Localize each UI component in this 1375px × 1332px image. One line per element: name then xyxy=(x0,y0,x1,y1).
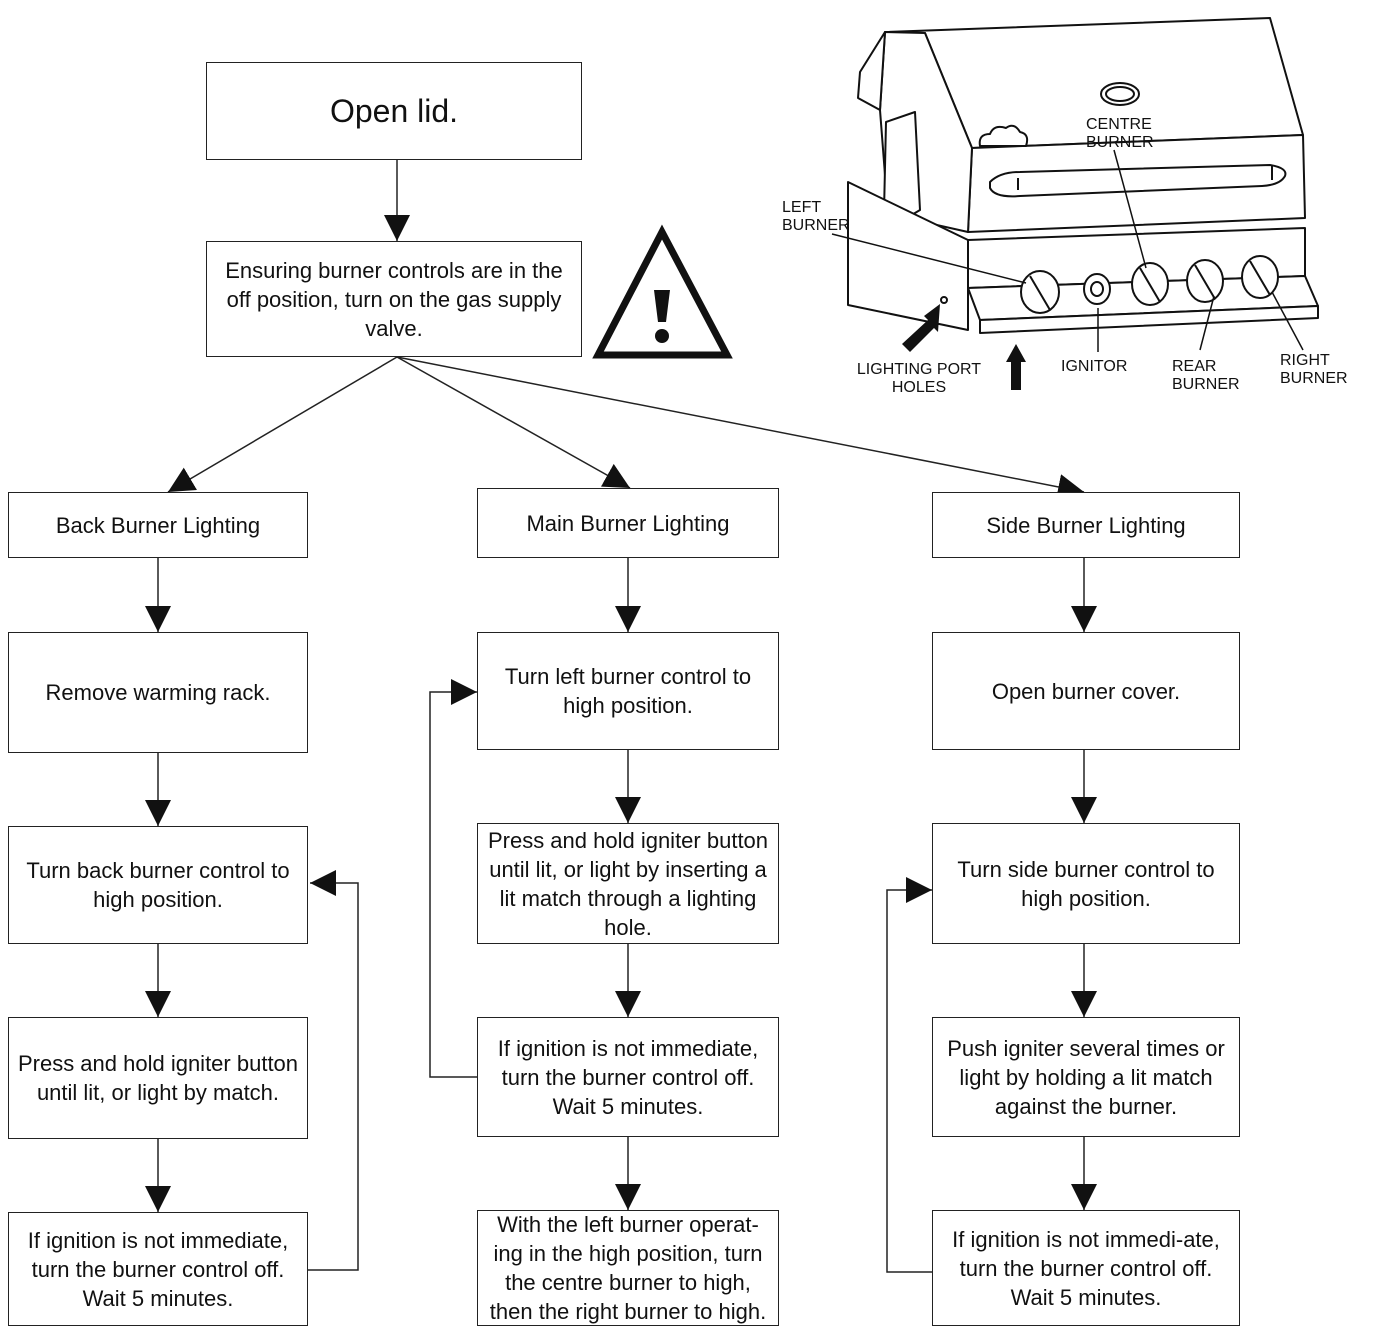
callout-right-burner: RIGHT BURNER xyxy=(1280,352,1348,387)
callout-ignitor: IGNITOR xyxy=(1061,358,1128,375)
side-step-1: Open burner cover. xyxy=(932,632,1240,750)
main-step-2: Press and hold igniter button until lit,… xyxy=(477,823,779,944)
main-step-1: Turn left burner control to high positio… xyxy=(477,632,779,750)
main-burner-title: Main Burner Lighting xyxy=(477,488,779,558)
main-step-4: With the left burner operat-ing in the h… xyxy=(477,1210,779,1326)
callout-lighting-port-holes: LIGHTING PORT HOLES xyxy=(856,361,982,396)
warning-triangle-icon xyxy=(592,224,733,359)
back-step-1: Remove warming rack. xyxy=(8,632,308,753)
callout-left-burner: LEFT BURNER xyxy=(782,199,850,234)
callout-rear-burner: REAR BURNER xyxy=(1172,358,1240,393)
loop-side xyxy=(886,877,932,1273)
step-open-lid: Open lid. xyxy=(206,62,582,160)
main-step-3: If ignition is not immediate, turn the b… xyxy=(477,1017,779,1137)
arrow-to-main-title xyxy=(396,356,631,489)
callout-centre-burner: CENTRE BURNER xyxy=(1086,116,1154,151)
step-gas-supply: Ensuring burner controls are in the off … xyxy=(206,241,582,357)
back-step-3: Press and hold igniter button until lit,… xyxy=(8,1017,308,1139)
back-step-4: If ignition is not immediate, turn the b… xyxy=(8,1212,308,1326)
back-burner-title: Back Burner Lighting xyxy=(8,492,308,558)
back-step-2: Turn back burner control to high positio… xyxy=(8,826,308,944)
side-burner-title: Side Burner Lighting xyxy=(932,492,1240,558)
side-step-3: Push igniter several times or light by h… xyxy=(932,1017,1240,1137)
arrow-to-back-title xyxy=(167,356,398,493)
arrow-to-side-title xyxy=(396,356,1085,500)
side-step-2: Turn side burner control to high positio… xyxy=(932,823,1240,944)
loop-back xyxy=(308,870,359,1271)
barbecue-grill-illustration xyxy=(847,17,1319,334)
loop-main xyxy=(429,679,477,1078)
side-step-4: If ignition is not immedi-ate, turn the … xyxy=(932,1210,1240,1326)
